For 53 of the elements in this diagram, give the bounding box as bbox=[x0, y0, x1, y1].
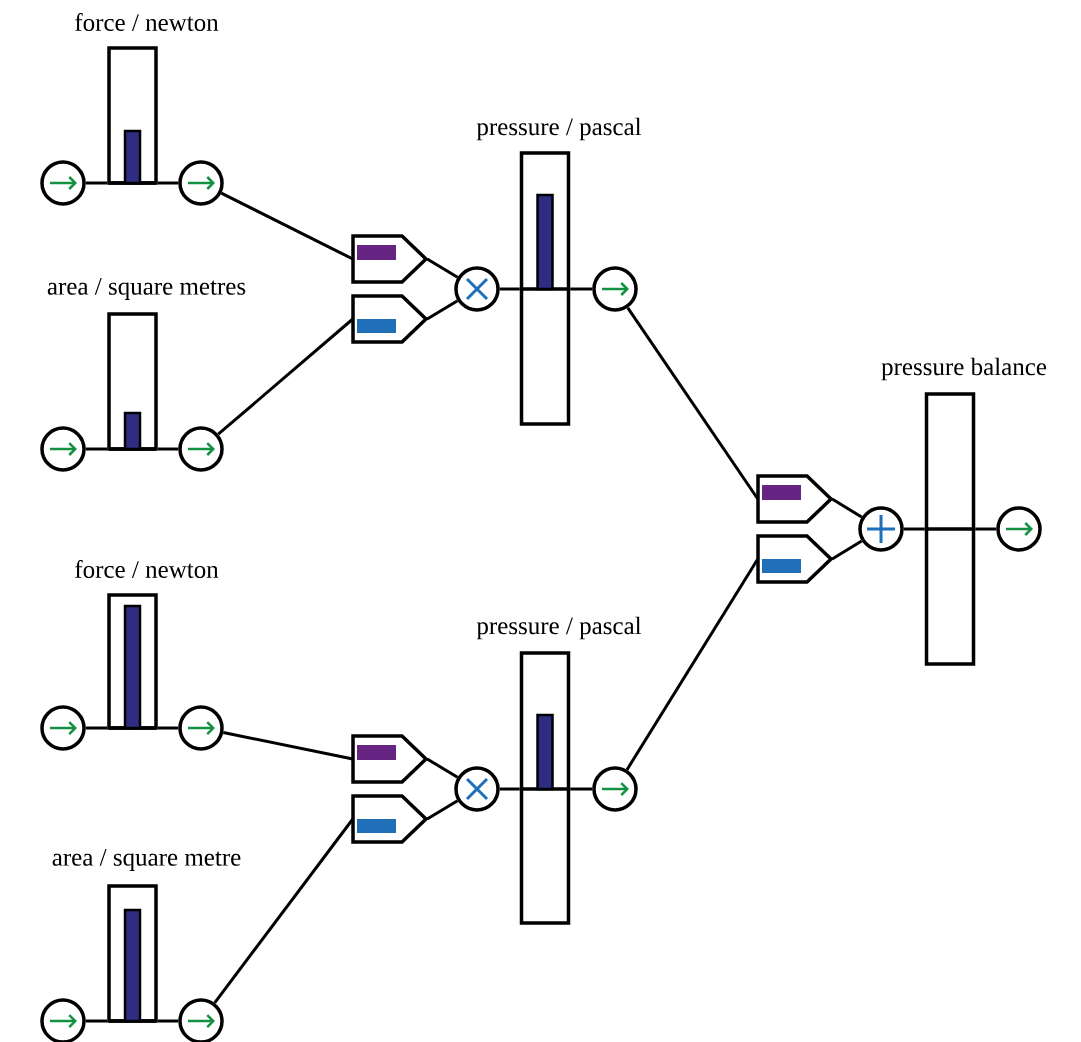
connector bbox=[426, 799, 459, 821]
connector bbox=[426, 257, 459, 279]
multiply-circle bbox=[454, 266, 500, 312]
multiply-circle bbox=[454, 766, 500, 812]
arrow-circle bbox=[178, 705, 224, 751]
connector bbox=[570, 787, 593, 791]
gauge-label: force / newton bbox=[75, 13, 219, 31]
gauge-label: pressure / pascal bbox=[476, 117, 642, 141]
connector bbox=[220, 191, 354, 261]
input-port bbox=[756, 534, 834, 584]
connector bbox=[157, 447, 179, 451]
connector bbox=[213, 818, 354, 1004]
connector bbox=[831, 539, 863, 561]
connector bbox=[499, 287, 520, 291]
arrow-circle bbox=[40, 160, 86, 206]
arrow-circle bbox=[592, 766, 638, 812]
connector bbox=[570, 287, 593, 291]
gauge-label: area / square metre bbox=[52, 849, 241, 871]
arrow-circle bbox=[996, 506, 1042, 552]
connector bbox=[499, 787, 520, 791]
gauge-label: area / square metres bbox=[47, 278, 246, 300]
connector bbox=[157, 726, 179, 730]
connector bbox=[223, 731, 354, 761]
arrow-circle bbox=[178, 160, 224, 206]
gauge-label: pressure / pascal bbox=[476, 616, 642, 640]
arrow-circle bbox=[40, 705, 86, 751]
connector bbox=[903, 527, 925, 531]
connector bbox=[426, 299, 459, 321]
add-circle bbox=[858, 506, 904, 552]
connector bbox=[625, 558, 760, 771]
connector bbox=[85, 726, 108, 730]
connector bbox=[85, 181, 108, 185]
input-port bbox=[756, 474, 834, 524]
gauge-label: pressure balance bbox=[881, 357, 1047, 381]
arrow-circle bbox=[40, 426, 86, 472]
arrow-circle bbox=[178, 426, 224, 472]
connector bbox=[975, 527, 997, 531]
gauge-label: force / newton bbox=[75, 560, 219, 578]
connector bbox=[157, 181, 179, 185]
input-port bbox=[351, 234, 429, 284]
connector bbox=[426, 757, 459, 779]
input-port bbox=[351, 734, 429, 784]
connector bbox=[831, 497, 863, 519]
input-port bbox=[351, 294, 429, 344]
connector bbox=[157, 1019, 179, 1023]
connector bbox=[85, 1019, 108, 1023]
input-port bbox=[351, 794, 429, 844]
arrow-circle bbox=[178, 998, 224, 1042]
connector bbox=[626, 306, 760, 500]
connector bbox=[217, 317, 354, 436]
arrow-circle bbox=[40, 998, 86, 1042]
arrow-circle bbox=[592, 266, 638, 312]
connector bbox=[85, 447, 108, 451]
